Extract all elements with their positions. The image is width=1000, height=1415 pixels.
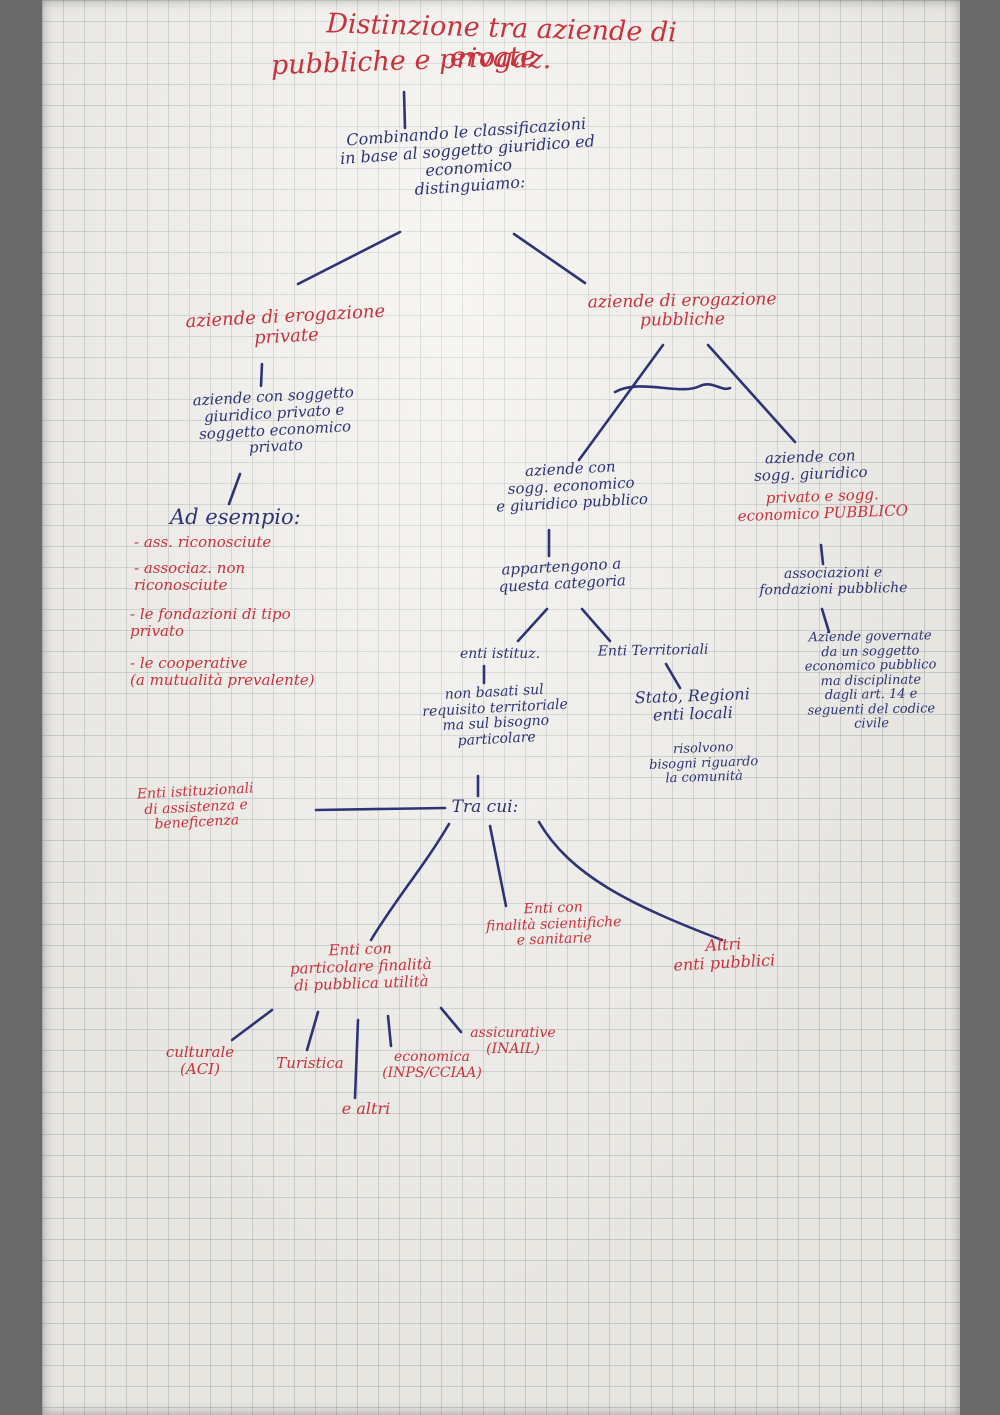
link-among-to-side-note: [314, 806, 447, 812]
link-intro-to-private: [296, 230, 402, 286]
link-among-to-public-utility: [369, 822, 451, 942]
link-note-to-territorial: [580, 607, 612, 643]
link-utility-to-turistica: [305, 1010, 320, 1052]
kind-turistica: Turistica: [276, 1054, 344, 1072]
link-utility-to-assicurativa: [439, 1006, 463, 1034]
scribble-mark: [613, 383, 732, 394]
among-label: Tra cui:: [451, 797, 519, 817]
public-left-child-top: aziende con sogg. economico e giuridico …: [495, 457, 649, 516]
link-public-to-right-child: [706, 343, 797, 444]
scientific-label: Enti con finalità scientifiche e sanitar…: [485, 899, 622, 949]
territorial-label: Enti Territoriali: [597, 641, 709, 660]
kind-culturale: culturale (ACI): [165, 1043, 235, 1078]
territorial-needs: risolvono bisogni riguardo la comunità: [648, 739, 759, 787]
public-right-description: Aziende governate da un soggetto economi…: [804, 628, 937, 732]
link-title-to-intro: [402, 90, 407, 130]
private-example-4: - le cooperative (a mutualità prevalente…: [130, 654, 315, 689]
public-utility-label: Enti con particolare finalità di pubblic…: [289, 939, 432, 995]
link-among-to-other: [537, 820, 724, 942]
territorial-description: Stato, Regioni enti locali: [634, 684, 751, 725]
link-private-desc-to-example: [227, 472, 242, 506]
link-private-heading-to-desc: [259, 362, 264, 388]
private-example-3: - le fondazioni di tipo privato: [130, 605, 291, 640]
link-utility-to-economica: [386, 1014, 393, 1048]
link-utility-to-culturale: [230, 1008, 274, 1042]
public-right-examples: associazioni e fondazioni pubbliche: [759, 564, 908, 599]
link-intro-to-public: [512, 232, 587, 285]
kind-economica: economica (INPS/CCIAA): [382, 1049, 482, 1081]
link-public-to-left-child: [577, 343, 665, 462]
private-description: aziende con soggetto giuridico privato e…: [192, 383, 355, 457]
notebook-page: [42, 0, 960, 1415]
private-example-2: - associaz. non riconosciute: [134, 559, 246, 594]
link-right-to-examples: [819, 543, 825, 566]
istituz-description: non basati sul requisito territoriale ma…: [421, 681, 569, 750]
private-example-label: Ad esempio:: [170, 505, 301, 529]
link-territorial-to-desc: [664, 662, 682, 690]
public-heading: aziende di erogazione pubbliche: [587, 289, 777, 331]
link-note-to-istituz: [516, 607, 549, 643]
kind-altri: e altri: [341, 1099, 391, 1118]
link-utility-to-altri-line: [353, 1018, 360, 1100]
kind-assicurativa: assicurative (INAIL): [470, 1025, 556, 1057]
link-among-to-scientific: [488, 824, 508, 908]
private-example-1: - ass. riconosciute: [134, 533, 272, 551]
public-right-child-label-blue: aziende con sogg. giuridico: [753, 446, 868, 485]
link-examples-to-desc: [820, 607, 831, 634]
istituz-label: enti istituz.: [459, 646, 541, 662]
